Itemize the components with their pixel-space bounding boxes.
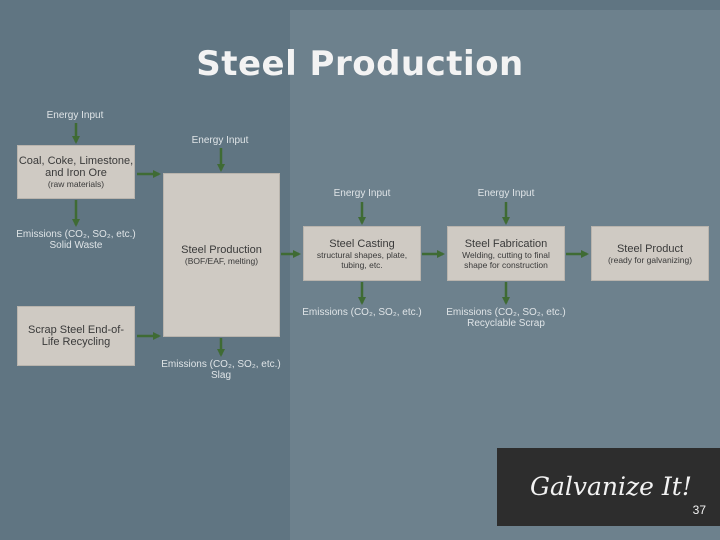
brand-footer: Galvanize It! 37: [497, 448, 720, 526]
brand-name: Galvanize It!: [530, 472, 692, 501]
page-number: 37: [693, 503, 706, 517]
